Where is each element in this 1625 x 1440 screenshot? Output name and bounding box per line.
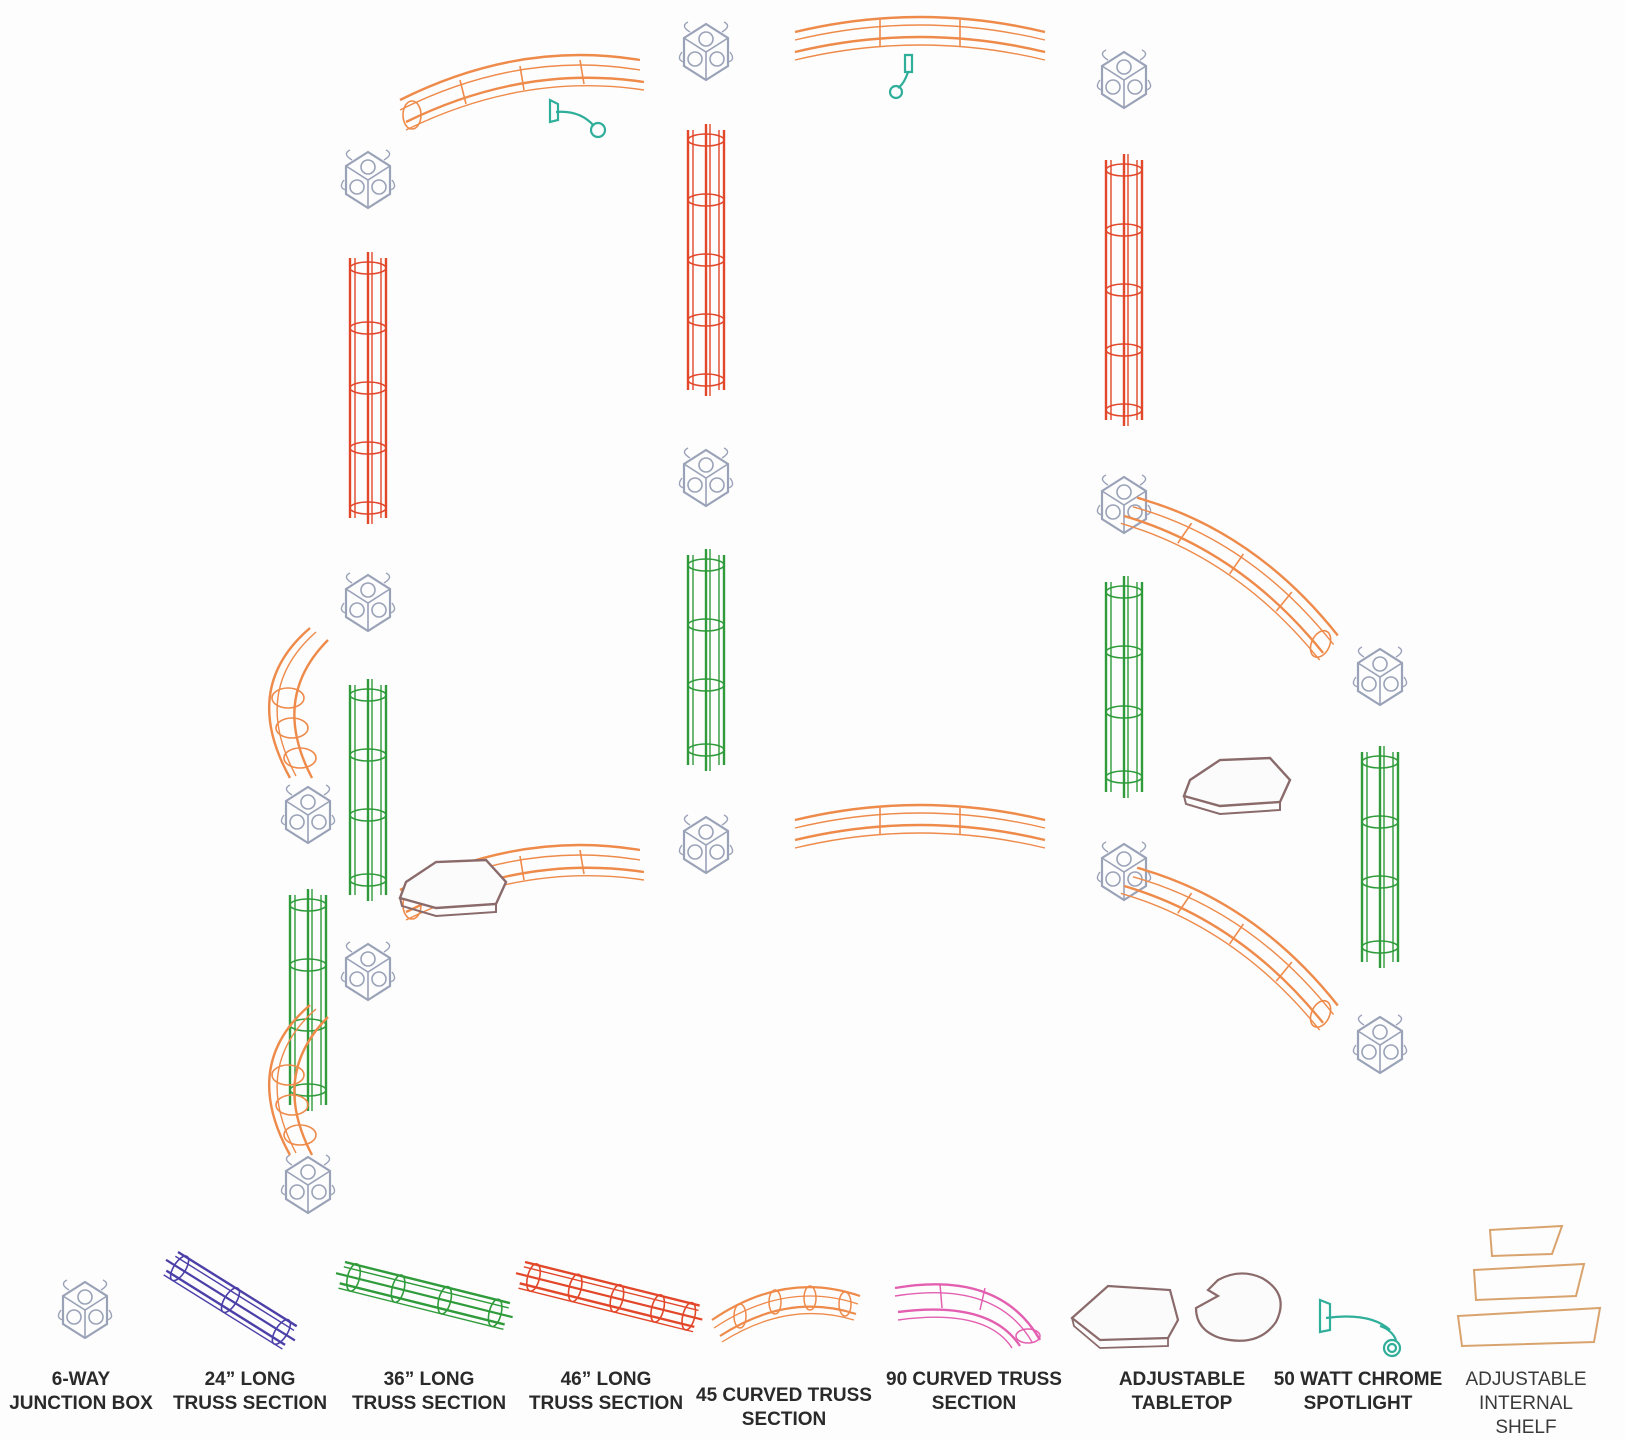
truss-36-icon [335, 1260, 513, 1331]
truss-46-icon [515, 1260, 703, 1333]
legend-label-truss-24: 24” LONG TRUSS SECTION [172, 1369, 328, 1414]
legend-label-truss-46: 46” LONG TRUSS SECTION [528, 1369, 684, 1414]
truss-24-icon [163, 1250, 298, 1350]
curved-truss-45-icon [711, 1285, 861, 1343]
tabletop-icon [1070, 1272, 1282, 1349]
legend-label-curved-45: 45 CURVED TRUSS SECTION [696, 1385, 872, 1430]
curved-truss-90-icon [894, 1283, 1042, 1349]
legend-label-curved-90: 90 CURVED TRUSS SECTION [886, 1369, 1062, 1414]
junction-box-icon [57, 1278, 113, 1340]
spotlight-icon [1318, 1298, 1402, 1358]
shelf-icon [1456, 1224, 1602, 1348]
legend-label-spotlight: 50 WATT CHROME SPOTLIGHT [1273, 1369, 1443, 1414]
assembly-art [267, 15, 1408, 1215]
legend-icons [57, 1224, 1602, 1358]
legend-label-tabletop: ADJUSTABLE TABLETOP [1118, 1369, 1246, 1414]
legend-label-shelf: ADJUSTABLE INTERNAL SHELF [1465, 1369, 1587, 1438]
legend-label-truss-36: 36” LONG TRUSS SECTION [351, 1369, 507, 1414]
legend-label-junction-box: 6-WAY JUNCTION BOX [9, 1369, 153, 1414]
